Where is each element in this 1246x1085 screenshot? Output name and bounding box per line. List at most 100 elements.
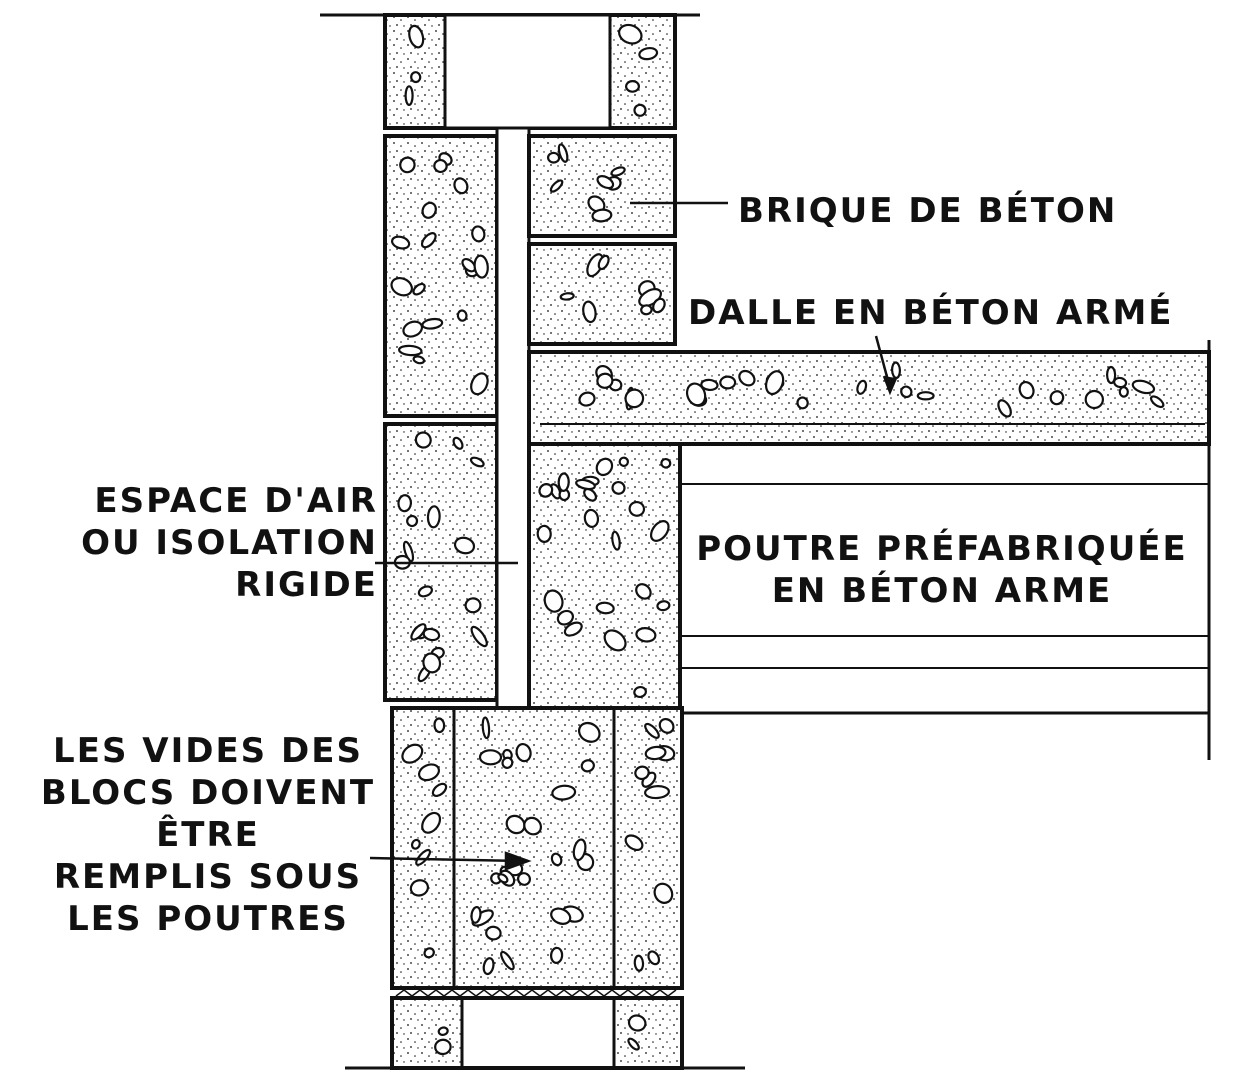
aggregate-pebble-icon — [433, 717, 446, 734]
aggregate-pebble-icon — [633, 103, 647, 117]
aggregate-pebble-icon — [434, 1038, 452, 1056]
aggregate-pebble-icon — [402, 320, 424, 338]
aggregate-pebble-icon — [660, 457, 672, 469]
label-espace-line-2: OU ISOLATION — [81, 523, 378, 563]
aggregate-pebble-icon — [719, 375, 737, 390]
aggregate-pebble-icon — [478, 749, 503, 766]
label-espace-line-3: RIGIDE — [235, 565, 378, 605]
aggregate-pebble-icon — [471, 225, 486, 243]
aggregate-pebble-icon — [627, 1037, 640, 1051]
aggregate-pebble-icon — [550, 852, 563, 867]
aggregate-pebble-icon — [583, 487, 598, 502]
aggregate-pebble-icon — [633, 685, 647, 699]
aggregate-pebble-icon — [470, 372, 489, 396]
aggregate-pebble-icon — [649, 520, 670, 542]
aggregate-pebble-icon — [417, 763, 441, 782]
aggregate-pebble-icon — [997, 399, 1012, 418]
leader-vides-arrow — [504, 851, 532, 871]
aggregate-pebble-icon — [397, 494, 413, 513]
aggregate-pebble-icon — [538, 483, 554, 498]
aggregate-pebble-icon — [536, 524, 552, 543]
label-poutre-line-2: EN BÉTON ARME — [771, 571, 1113, 611]
aggregate-pebble-icon — [618, 23, 643, 45]
aggregate-pebble-icon — [656, 600, 671, 612]
aggregate-pebble-icon — [611, 480, 626, 495]
aggregate-pebble-icon — [410, 623, 427, 641]
aggregate-pebble-icon — [1149, 395, 1165, 409]
aggregate-pebble-icon — [412, 282, 426, 296]
aggregate-pebble-icon — [647, 950, 661, 966]
aggregate-pebble-icon — [596, 175, 615, 190]
aggregate-pebble-icon — [644, 785, 670, 800]
aggregate-pebble-icon — [409, 879, 430, 897]
aggregate-pebble-icon — [644, 745, 667, 761]
aggregate-pebble-icon — [556, 609, 574, 626]
aggregate-pebble-icon — [597, 254, 610, 271]
aggregate-pebble-icon — [582, 300, 597, 324]
aggregate-pebble-icon — [627, 1014, 647, 1032]
aggregate-pebble-icon — [644, 722, 660, 739]
aggregate-pebble-icon — [557, 472, 570, 492]
aggregate-pebble-icon — [596, 372, 614, 389]
aggregate-pebble-icon — [421, 201, 437, 219]
inner-bricks-lower — [527, 442, 682, 710]
aggregate-pebble-icon — [410, 71, 422, 84]
aggregate-pebble-icon — [685, 382, 707, 407]
aggregate-pebble-icon — [437, 1026, 449, 1036]
aggregate-pebble-icon — [551, 784, 577, 801]
aggregate-pebble-icon — [410, 838, 421, 850]
aggregate-pebble-icon — [469, 456, 485, 468]
aggregate-pebble-icon — [417, 585, 434, 598]
aggregate-pebble-icon — [1105, 365, 1117, 385]
left-wythe — [383, 134, 499, 702]
aggregate-pebble-icon — [470, 625, 488, 648]
aggregate-pebble-icon — [543, 589, 564, 613]
aggregate-pebble-icon — [523, 816, 543, 836]
label-dalle-en-beton-arme: DALLE EN BÉTON ARMÉ — [688, 293, 1174, 333]
aggregate-pebble-icon — [640, 304, 653, 316]
aggregate-pebble-icon — [414, 431, 432, 449]
aggregate-pebble-icon — [624, 834, 644, 852]
air-space — [495, 126, 531, 710]
aggregate-pebble-icon — [578, 391, 596, 407]
aggregate-pebble-icon — [516, 872, 532, 886]
aggregate-pebble-icon — [390, 276, 413, 297]
aggregate-pebble-icon — [900, 385, 913, 399]
aggregate-pebble-icon — [618, 456, 630, 468]
aggregate-pebble-icon — [764, 370, 785, 396]
aggregate-pebble-icon — [481, 716, 491, 740]
label-vides-line-3: ÊTRE — [156, 815, 260, 855]
bottom-block — [390, 996, 684, 1070]
aggregate-pebble-icon — [583, 508, 600, 528]
aggregate-pebble-icon — [559, 292, 575, 301]
aggregate-pebble-icon — [575, 478, 596, 491]
aggregate-pebble-icon — [422, 652, 442, 674]
aggregate-pebble-icon — [433, 158, 448, 174]
aggregate-pebbles — [390, 23, 1165, 1056]
label-vides-line-4: REMPLIS SOUS — [53, 857, 363, 897]
aggregate-pebble-icon — [549, 946, 564, 964]
aggregate-pebble-icon — [497, 873, 509, 884]
aggregate-pebble-icon — [423, 947, 435, 959]
aggregate-pebble-icon — [421, 811, 442, 834]
aggregate-pebble-icon — [611, 530, 621, 551]
aggregate-pebble-icon — [550, 907, 572, 925]
aggregate-pebble-icon — [557, 143, 569, 163]
aggregate-pebble-icon — [638, 46, 659, 61]
aggregate-pebble-icon — [658, 717, 675, 734]
inner-bricks-upper — [527, 134, 677, 346]
aggregate-pebble-icon — [408, 24, 425, 49]
aggregate-pebble-icon — [1018, 380, 1035, 400]
label-vides-line-5: LES POUTRES — [67, 899, 349, 939]
aggregate-pebble-icon — [485, 925, 502, 941]
aggregate-pebble-icon — [473, 254, 489, 279]
aggregate-pebble-icon — [464, 597, 482, 614]
aggregate-pebble-icon — [399, 156, 416, 174]
label-espace-line-1: ESPACE D'AIR — [94, 481, 378, 521]
leader-lines — [369, 201, 898, 871]
label-les-vides: LES VIDES DES BLOCS DOIVENT ÊTRE REMPLIS… — [18, 730, 398, 940]
aggregate-pebble-icon — [402, 540, 415, 563]
aggregate-pebble-icon — [603, 629, 627, 652]
aggregate-pebble-icon — [577, 721, 601, 743]
